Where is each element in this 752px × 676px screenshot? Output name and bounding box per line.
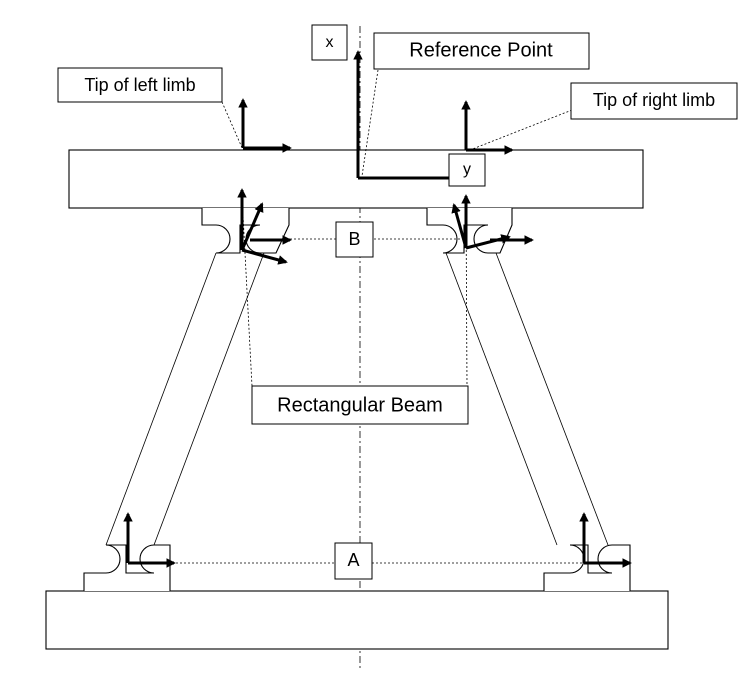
x-axis-label: x bbox=[326, 34, 334, 51]
top-platform bbox=[68, 149, 644, 209]
lower-left-mount bbox=[83, 544, 171, 591]
left-tip-frame bbox=[238, 98, 292, 153]
x-axis-label-box bbox=[311, 24, 348, 61]
tip-right-limb-box bbox=[570, 82, 738, 120]
point-b-box bbox=[335, 221, 374, 258]
reference-frame-axes bbox=[353, 50, 458, 183]
y-axis-label-box bbox=[448, 153, 486, 187]
left-limb-outer bbox=[105, 252, 217, 546]
y-axis-label: y bbox=[463, 161, 471, 178]
lower-right-mount bbox=[543, 544, 631, 591]
right-tip-frame bbox=[461, 100, 514, 155]
reference-point-label: Reference Point bbox=[409, 39, 553, 61]
right-limb-outer bbox=[495, 252, 609, 546]
tip-left-limb-label: Tip of left limb bbox=[84, 75, 195, 95]
left-tip-leader bbox=[221, 101, 244, 151]
tip-right-limb-label: Tip of right limb bbox=[593, 90, 715, 110]
right-tip-leader bbox=[469, 109, 573, 151]
right-limb-inner bbox=[445, 252, 558, 546]
tip-left-limb-box bbox=[57, 67, 223, 103]
rectangular-beam-label: Rectangular Beam bbox=[277, 394, 443, 416]
upper-left-mount bbox=[201, 208, 290, 254]
reference-leader bbox=[361, 69, 379, 177]
reference-point-box bbox=[373, 32, 590, 70]
lower-left-frame bbox=[123, 512, 176, 568]
point-a-box bbox=[334, 542, 373, 580]
rectangular-beam-box bbox=[251, 385, 469, 425]
point-b-label: B bbox=[348, 229, 360, 249]
base-plate bbox=[45, 590, 669, 650]
lower-right-frame bbox=[579, 512, 632, 568]
upper-left-frames bbox=[237, 188, 292, 265]
left-limb-inner bbox=[153, 252, 265, 546]
point-a-label: A bbox=[347, 550, 359, 570]
upper-right-frames bbox=[451, 194, 534, 250]
